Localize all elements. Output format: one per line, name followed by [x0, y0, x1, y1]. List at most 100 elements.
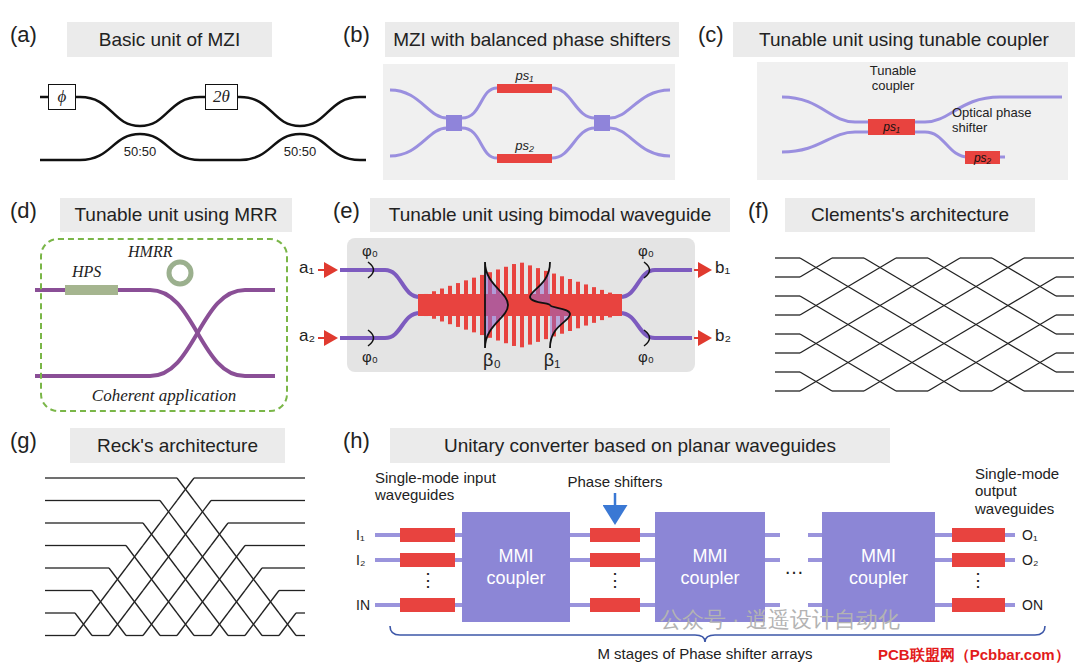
phase-shifter [590, 528, 640, 542]
waveguide [620, 270, 692, 297]
panel-ground [347, 238, 695, 372]
mesh-waveguide [75, 545, 92, 546]
mesh-waveguide [1056, 314, 1074, 315]
mesh-waveguide [832, 277, 864, 296]
mesh-waveguide [896, 277, 928, 296]
mesh-waveguide [1024, 315, 1056, 334]
mesh-waveguide [245, 568, 262, 591]
node-label: Coherent application [89, 386, 239, 406]
mesh-waveguide [75, 613, 92, 636]
mesh-waveguide [45, 522, 75, 523]
mesh-waveguide [864, 258, 896, 277]
mesh-waveguide [279, 545, 296, 546]
waveguide [808, 535, 822, 605]
port-label: IN [356, 597, 370, 613]
mesh-waveguide [92, 545, 109, 546]
mesh-waveguide [160, 546, 177, 569]
mesh-waveguide [109, 568, 126, 591]
mesh-waveguide [1056, 257, 1074, 258]
output-arrow [694, 269, 710, 271]
waveguide [390, 90, 447, 118]
panel-letter: (e) [333, 198, 360, 223]
mesh-waveguide [896, 257, 928, 258]
mesh-waveguide [45, 545, 75, 546]
waveguide [340, 313, 420, 338]
mesh-waveguide [1024, 390, 1056, 391]
mesh-waveguide [800, 296, 832, 315]
mesh-waveguide [92, 591, 109, 614]
mesh-waveguide [296, 477, 305, 478]
mesh-waveguide [296, 545, 305, 546]
part-name: Tunable coupler [856, 64, 931, 94]
ratio-label: 50:50 [282, 145, 319, 160]
pointer-arrow [614, 493, 617, 520]
mesh-waveguide [832, 353, 864, 372]
mesh-waveguide [864, 296, 896, 315]
mesh-waveguide [92, 591, 109, 614]
panel-letter: (a) [10, 22, 37, 47]
phase-arc [644, 330, 650, 346]
panel-title: Clements's architecture [811, 204, 1009, 226]
mesh-waveguide [296, 500, 305, 501]
mesh-waveguide [211, 523, 228, 546]
grating-teeth [424, 263, 620, 348]
mesh-waveguide [245, 500, 262, 501]
mesh-waveguide [832, 353, 864, 372]
mesh-waveguide [864, 334, 896, 353]
mesh-waveguide [194, 546, 211, 569]
mesh-waveguide [160, 501, 177, 524]
panel-title: Reck's architecture [97, 435, 258, 457]
mesh-waveguide [160, 546, 177, 569]
mesh-waveguide [160, 591, 177, 614]
mesh-waveguide [75, 567, 92, 568]
mesh-waveguide [143, 523, 160, 546]
mesh-waveguide [177, 523, 194, 546]
waveguide [35, 290, 275, 376]
panel-title-box: Unitary converter based on planar wavegu… [390, 428, 890, 463]
mode-profile [485, 262, 508, 348]
waveguide [610, 90, 670, 118]
panel-title-box: Clements's architecture [785, 198, 1035, 232]
mesh-waveguide [832, 315, 864, 334]
mesh-waveguide [228, 591, 245, 614]
node-label: ps₁ [516, 68, 534, 84]
port-label: O₂ [1022, 552, 1038, 568]
mesh-waveguide [864, 372, 896, 391]
phase-arc [368, 262, 374, 278]
mesh-waveguide [228, 477, 245, 478]
mesh-waveguide [211, 613, 228, 636]
mesh-waveguide [864, 258, 896, 277]
grating-tooth [456, 283, 460, 327]
panel-title: MZI with balanced phase shifters [393, 29, 671, 51]
mesh-waveguide [245, 568, 262, 591]
mesh-waveguide [775, 257, 800, 258]
mesh-waveguide [832, 257, 864, 258]
mesh-waveguide [126, 546, 143, 569]
mesh-waveguide [1056, 295, 1074, 296]
mesh-waveguide [92, 567, 109, 568]
mesh-waveguide [279, 500, 296, 501]
port-label: I₁ [356, 527, 365, 543]
watermark: 公众号 · 逍遥设计自动化 [660, 607, 900, 632]
mesh-waveguide [296, 612, 305, 613]
mesh-waveguide [262, 635, 279, 636]
mesh-waveguide [896, 315, 928, 334]
mesh-waveguide [262, 567, 279, 568]
grating-tooth [576, 282, 580, 329]
mesh-waveguide [992, 296, 1024, 315]
mesh-waveguide [1056, 333, 1074, 334]
node-label: ps₂ [515, 138, 534, 154]
heater-label: HPS [72, 263, 101, 281]
coupler [446, 115, 462, 131]
mesh-waveguide [262, 477, 279, 478]
mesh-waveguide [896, 277, 928, 296]
waveguide [375, 535, 462, 605]
coupler-label: MMI coupler [476, 545, 556, 590]
mesh-waveguide [109, 568, 126, 591]
mesh-waveguide [279, 613, 296, 636]
panel-title-box: Basic unit of MZI [67, 22, 272, 57]
mesh-waveguide [211, 500, 228, 501]
node-label: ps₂ [974, 151, 991, 165]
mesh-waveguide [928, 372, 960, 391]
grating-tooth [424, 294, 428, 316]
